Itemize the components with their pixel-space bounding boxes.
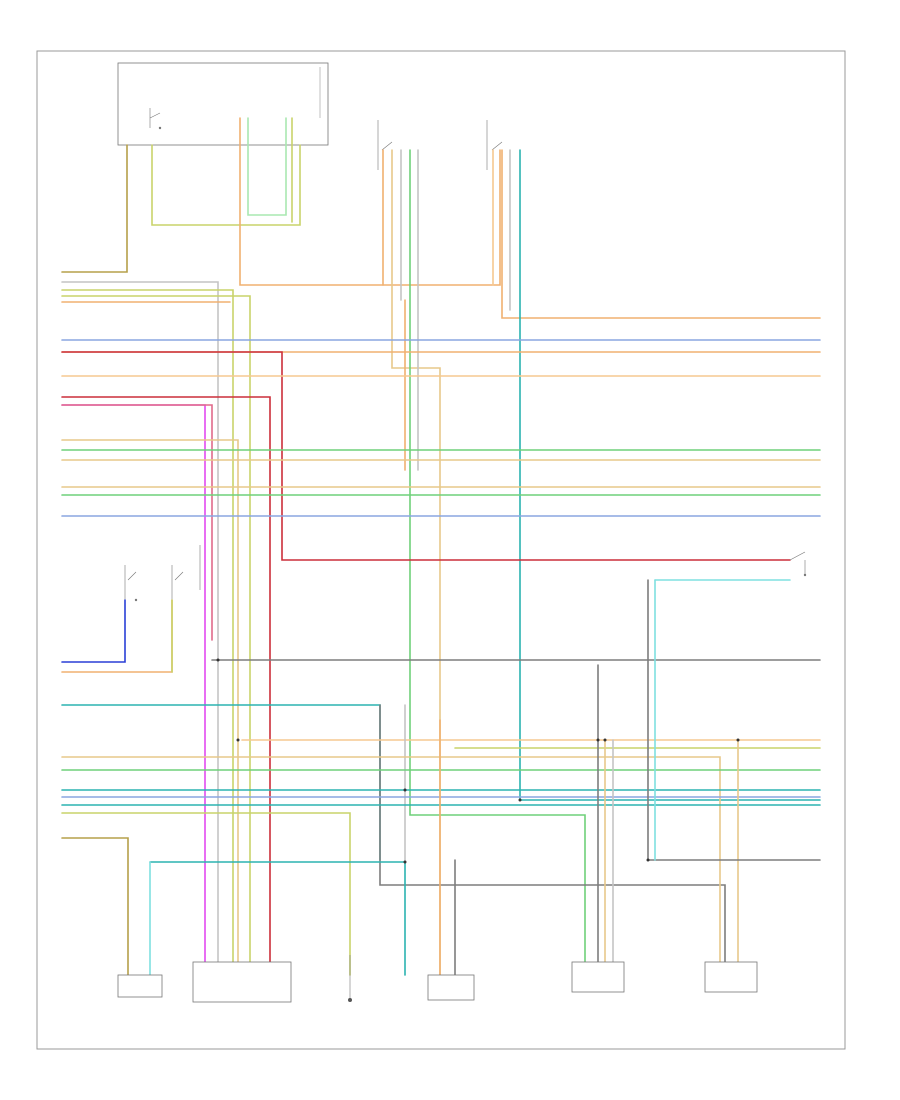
mid-left-wire-blue [61, 599, 126, 663]
bottom-connector-4 [571, 961, 625, 993]
bottom-connector-2 [192, 961, 292, 1003]
bottom-connector-3 [427, 974, 475, 1001]
top-left-module [117, 62, 329, 146]
top-mid-switch [377, 120, 393, 170]
splice-points [216, 658, 740, 864]
left-horizontal-wires [61, 281, 821, 976]
bottom-connector-5 [704, 961, 758, 993]
top-mid-wires [382, 149, 821, 976]
bottom-sensor [348, 955, 352, 1002]
top-module-wires [61, 117, 501, 286]
diagram-frame [36, 50, 846, 1050]
mid-left-switch-b [171, 545, 201, 600]
top-right-switch [486, 120, 503, 170]
right-side-switch [789, 551, 807, 577]
middle-wires [61, 579, 821, 976]
bottom-connector-1 [117, 974, 163, 998]
mid-left-switch-a [124, 565, 138, 602]
